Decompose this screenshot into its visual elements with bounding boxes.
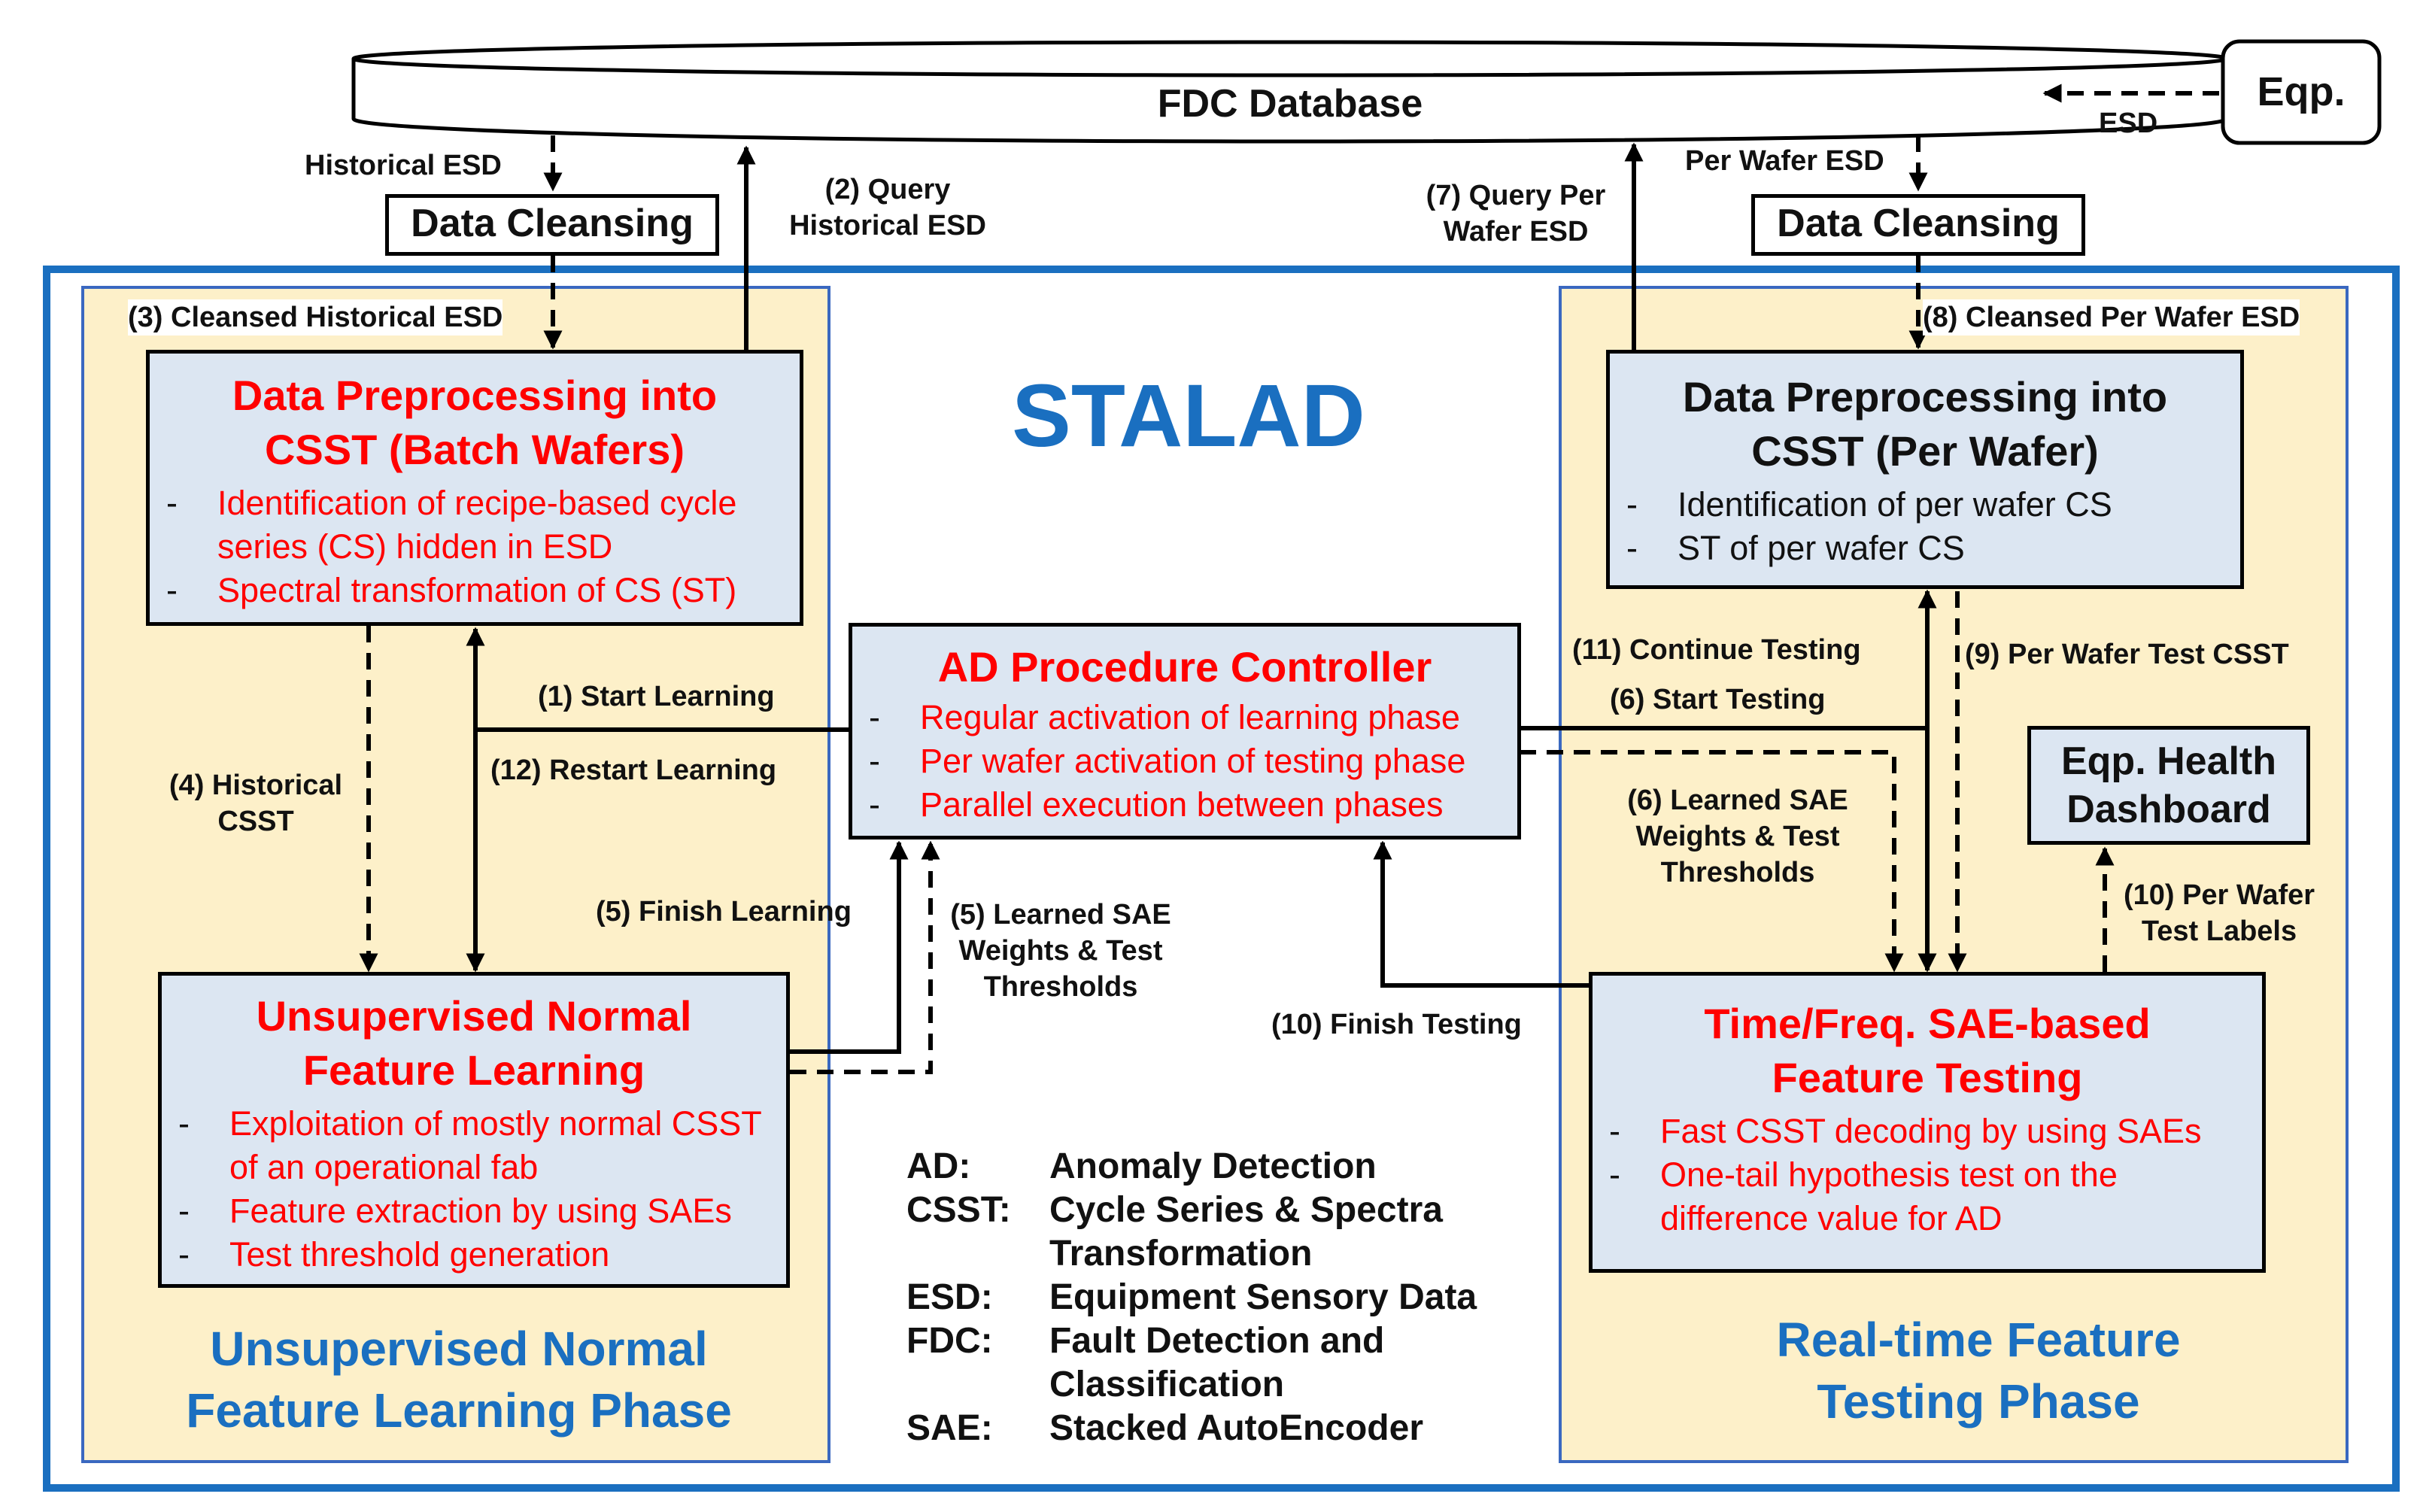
glossary-term: ESD: — [906, 1277, 993, 1317]
label-query-historical-2: Historical ESD — [789, 210, 986, 241]
glossary-term: FDC: — [906, 1321, 993, 1361]
glossary: AD: Anomaly Detection CSST: Cycle Series… — [906, 1145, 1508, 1461]
label-per-wafer-test-labels-1: (10) Per Wafer — [2123, 879, 2315, 911]
glossary-term: AD: — [906, 1146, 971, 1186]
label-finish-learning: (5) Finish Learning — [596, 896, 852, 928]
testing-phase-title-1: Real-time Feature — [1776, 1313, 2181, 1367]
label-query-per-wafer-2: Wafer ESD — [1443, 216, 1589, 247]
label-learned-sae-6-1: (6) Learned SAE — [1627, 785, 1848, 816]
controller-item: Per wafer activation of testing phase — [869, 739, 1517, 783]
feature-testing-title-2: Feature Testing — [1772, 1054, 2083, 1101]
feature-testing-item: One-tail hypothesis test on the differen… — [1609, 1153, 2262, 1240]
preprocess-batch-item: Spectral transformation of CS (ST) — [166, 569, 800, 612]
label-per-wafer-esd: Per Wafer ESD — [1685, 143, 1884, 179]
controller-item: Parallel execution between phases — [869, 783, 1517, 827]
preprocess-wafer-title-1: Data Preprocessing into — [1682, 373, 2168, 421]
fdc-database-shape — [351, 40, 2229, 144]
label-historical-csst-2: CSST — [217, 806, 294, 837]
label-learned-sae-5: (5) Learned SAE Weights & Test Threshold… — [933, 897, 1189, 1005]
label-learned-sae-6-2: Weights & Test — [1635, 821, 1840, 852]
label-query-per-wafer: (7) Query Per Wafer ESD — [1407, 178, 1625, 250]
arrow-finish-learning — [790, 840, 909, 1054]
fdc-database-label: FDC Database — [1157, 82, 1423, 126]
equipment-shape — [2221, 39, 2382, 145]
label-per-wafer-test-labels-2: Test Labels — [2141, 915, 2297, 947]
label-historical-csst: (4) Historical CSST — [150, 767, 361, 839]
label-continue-testing: (11) Continue Testing — [1572, 634, 1861, 666]
glossary-definition: Cycle Series & Spectra — [1049, 1190, 1443, 1230]
label-query-historical: (2) Query Historical ESD — [767, 172, 1008, 244]
feature-learning-title-2: Feature Learning — [302, 1046, 645, 1094]
label-learned-sae-6: (6) Learned SAE Weights & Test Threshold… — [1610, 782, 1866, 891]
feature-learning-item: Feature extraction by using SAEs — [178, 1189, 786, 1233]
data-cleansing-left: Data Cleansing — [385, 194, 719, 256]
dashboard-title-2: Dashboard — [2066, 788, 2271, 831]
stalad-title: STALAD — [1012, 366, 1365, 466]
label-historical-csst-1: (4) Historical — [169, 770, 343, 801]
label-restart-learning: (12) Restart Learning — [490, 754, 777, 786]
label-learned-sae-5-3: Thresholds — [983, 971, 1138, 1003]
esd-arrow-label: ESD — [2099, 108, 2158, 139]
controller-box: AD Procedure Controller Regular activati… — [849, 623, 1521, 839]
dashboard-title-1: Eqp. Health — [2060, 739, 2277, 783]
controller-title: AD Procedure Controller — [937, 643, 1432, 691]
arrow-finish-testing — [1373, 840, 1589, 988]
glossary-definition: Classification — [1049, 1365, 1285, 1404]
preprocess-wafer-box: Data Preprocessing into CSST (Per Wafer)… — [1606, 350, 2244, 589]
glossary-definition: Equipment Sensory Data — [1049, 1277, 1477, 1317]
arrow-learned-sae-6 — [1520, 750, 1904, 973]
label-query-historical-1: (2) Query — [824, 174, 951, 205]
preprocess-wafer-item: Identification of per wafer CS — [1626, 483, 2240, 527]
label-start-testing: (6) Start Testing — [1610, 684, 1826, 715]
preprocess-batch-title-1: Data Preprocessing into — [232, 372, 718, 419]
equipment-label: Eqp. — [2257, 69, 2346, 114]
preprocess-wafer-item: ST of per wafer CS — [1626, 527, 2240, 570]
preprocess-wafer-title-2: CSST (Per Wafer) — [1751, 427, 2099, 475]
feature-testing-title-1: Time/Freq. SAE-based — [1704, 1000, 2151, 1047]
preprocess-batch-item: Identification of recipe-based cycle ser… — [166, 481, 800, 569]
learning-phase-title: Unsupervised Normal Feature Learning Pha… — [113, 1318, 805, 1441]
data-cleansing-right: Data Cleansing — [1751, 194, 2085, 256]
testing-phase-title: Real-time Feature Testing Phase — [1647, 1309, 2309, 1432]
stalad-frame — [43, 266, 2400, 1492]
label-learned-sae-5-2: Weights & Test — [958, 935, 1163, 967]
learning-phase-title-1: Unsupervised Normal — [210, 1322, 708, 1376]
learning-phase-title-2: Feature Learning Phase — [186, 1383, 732, 1438]
glossary-term: CSST: — [906, 1190, 1011, 1230]
arrow-learned-sae-5 — [790, 840, 940, 1074]
glossary-definition: Stacked AutoEncoder — [1049, 1408, 1423, 1448]
glossary-definition: Anomaly Detection — [1049, 1146, 1377, 1186]
label-finish-testing: (10) Finish Testing — [1271, 1009, 1522, 1040]
preprocess-batch-title-2: CSST (Batch Wafers) — [264, 426, 685, 473]
feature-testing-box: Time/Freq. SAE-based Feature Testing Fas… — [1589, 972, 2266, 1273]
controller-item: Regular activation of learning phase — [869, 696, 1517, 739]
label-cleansed-per-wafer: (8) Cleansed Per Wafer ESD — [1923, 299, 2300, 335]
glossary-definition: Fault Detection and — [1049, 1321, 1385, 1361]
label-per-wafer-test-labels: (10) Per Wafer Test Labels — [2106, 877, 2332, 949]
label-per-wafer-test-csst: (9) Per Wafer Test CSST — [1965, 639, 2289, 670]
health-dashboard-box: Eqp. Health Dashboard — [2027, 726, 2310, 845]
label-start-learning: (1) Start Learning — [538, 681, 775, 712]
feature-learning-item: Test threshold generation — [178, 1233, 786, 1277]
label-historical-esd: Historical ESD — [305, 147, 502, 184]
label-learned-sae-5-1: (5) Learned SAE — [950, 899, 1171, 931]
glossary-definition: Transformation — [1049, 1234, 1313, 1274]
feature-learning-title-1: Unsupervised Normal — [256, 992, 692, 1040]
label-cleansed-historical: (3) Cleansed Historical ESD — [128, 299, 503, 335]
testing-phase-title-2: Testing Phase — [1817, 1374, 2140, 1429]
feature-testing-item: Fast CSST decoding by using SAEs — [1609, 1110, 2262, 1153]
label-learned-sae-6-3: Thresholds — [1660, 857, 1815, 888]
feature-learning-box: Unsupervised Normal Feature Learning Exp… — [158, 972, 790, 1288]
preprocess-batch-box: Data Preprocessing into CSST (Batch Wafe… — [146, 350, 803, 626]
feature-learning-item: Exploitation of mostly normal CSST of an… — [178, 1102, 786, 1189]
label-query-per-wafer-1: (7) Query Per — [1426, 180, 1606, 211]
glossary-term: SAE: — [906, 1408, 993, 1448]
